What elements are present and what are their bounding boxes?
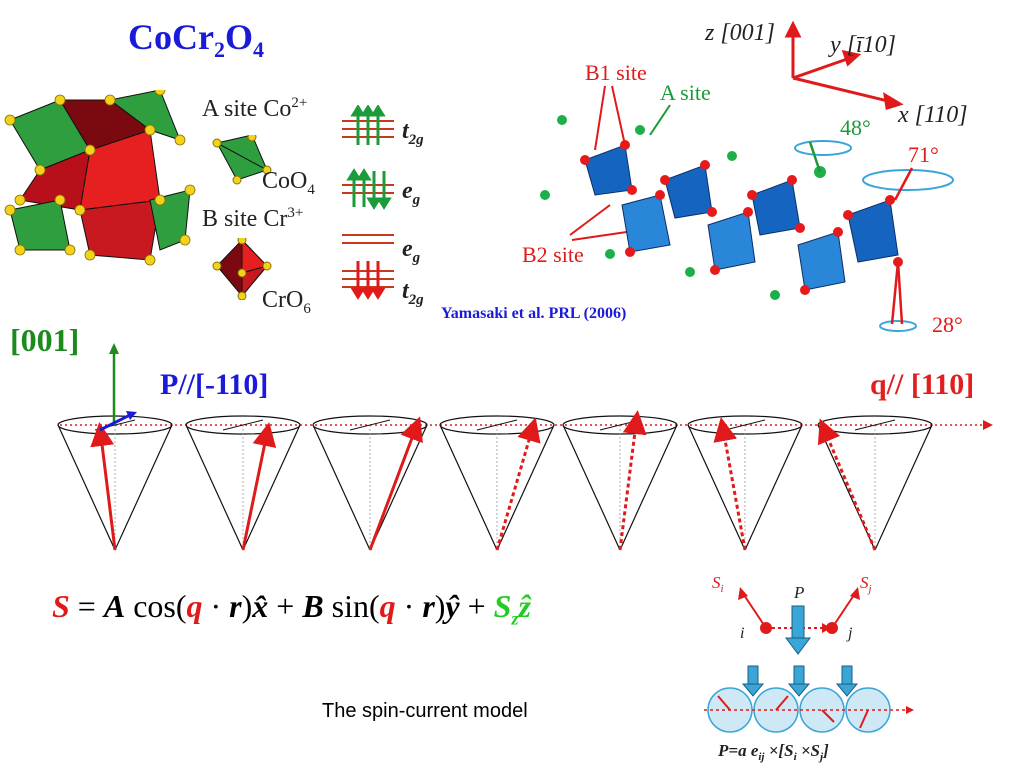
spin-cone [562, 410, 678, 551]
spin-cone [57, 415, 173, 551]
angle-71-label: 71° [908, 142, 939, 167]
spin-current-model-diagram: Si Sj P i j P=a eij ×[Si ×Sj] [704, 573, 914, 763]
si-label: Si [712, 573, 724, 595]
lattice-diagram: z [001] y [ī10] x [110] B1 site A site B… [522, 20, 968, 337]
coo4-tetrahedron-icon [212, 135, 272, 185]
spin-current-formula: P=a eij ×[Si ×Sj] [717, 741, 829, 763]
spin-cone [817, 415, 933, 551]
spin-cone [312, 415, 428, 551]
axis-y-label: y [ī10] [828, 32, 896, 58]
orbital-label-eg-a: eg [402, 178, 421, 208]
spin-cone [439, 415, 555, 551]
j-label: j [846, 625, 853, 642]
coo4-label: CoO4 [262, 168, 315, 198]
spin-cone [687, 415, 803, 551]
orbital-label-t2g-a: t2g [402, 118, 424, 148]
spinel-crystal-illustration [4, 90, 196, 266]
polarization-label: P//[-110] [160, 368, 269, 401]
orbital-levels-diagram [342, 105, 394, 300]
spin-vector-arrow [241, 422, 277, 551]
a-site-lattice-label: A site [660, 80, 711, 105]
spin-equation: S = A cos(q · r)x̂ + B sin(q · r)ŷ + Sz… [52, 588, 531, 629]
cro6-octahedron-icon [212, 238, 272, 300]
citation-text: Yamasaki et al. PRL (2006) [441, 305, 627, 322]
axis-001-label: [001] [10, 322, 80, 358]
spin-vector-arrow [90, 422, 117, 551]
sj-label: Sj [860, 573, 872, 595]
p-label: P [793, 583, 804, 602]
axis-x-label: x [110] [897, 102, 968, 128]
angle-48-label: 48° [840, 115, 871, 140]
spin-vector-arrow [368, 416, 423, 551]
orbital-label-t2g-b: t2g [402, 278, 424, 308]
spin-cone [185, 415, 301, 551]
spin-vector-arrow [713, 417, 747, 551]
cro6-label: CrO6 [262, 287, 311, 317]
spin-cone-row [57, 343, 993, 551]
a-site-label: A site Co2+ [202, 95, 308, 122]
orbital-label-eg-b: eg [402, 236, 421, 266]
wavevector-label: q// [110] [870, 368, 975, 401]
b1-site-label: B1 site [585, 60, 647, 85]
i-label: i [740, 625, 744, 642]
axis-z-label: z [001] [704, 20, 775, 46]
angle-28-label: 28° [932, 312, 963, 337]
b-site-label: B site Cr3+ [202, 205, 304, 232]
caption-text: The spin-current model [322, 700, 528, 722]
spin-vector-arrow [618, 410, 647, 551]
page-title: CoCr2O4 [128, 17, 264, 63]
spin-vector-arrow [817, 418, 877, 551]
b2-site-label: B2 site [522, 242, 584, 267]
spin-vector-arrow [495, 417, 541, 551]
